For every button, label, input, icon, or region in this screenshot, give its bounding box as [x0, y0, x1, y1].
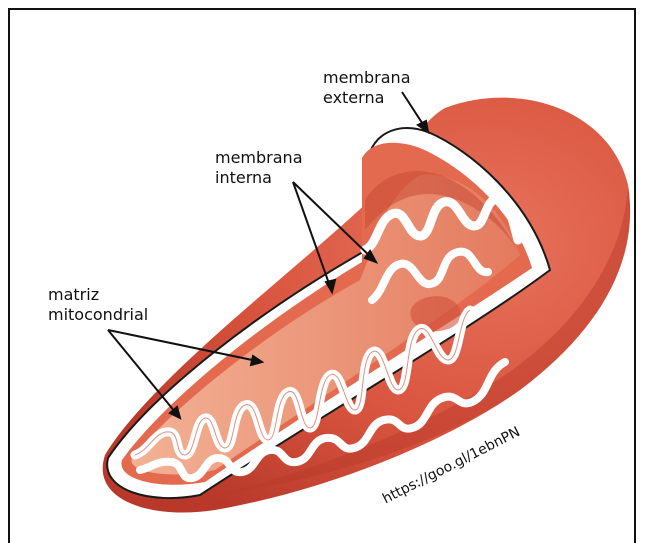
label-line: externa — [323, 88, 411, 108]
label-matriz-mitocondrial: matriz mitocondrial — [48, 285, 148, 325]
label-line: matriz — [48, 285, 148, 305]
label-line: membrana — [215, 148, 303, 168]
label-line: mitocondrial — [48, 305, 148, 325]
label-membrana-externa: membrana externa — [323, 68, 411, 108]
label-membrana-interna: membrana interna — [215, 148, 303, 188]
label-line: interna — [215, 168, 303, 188]
label-line: membrana — [323, 68, 411, 88]
